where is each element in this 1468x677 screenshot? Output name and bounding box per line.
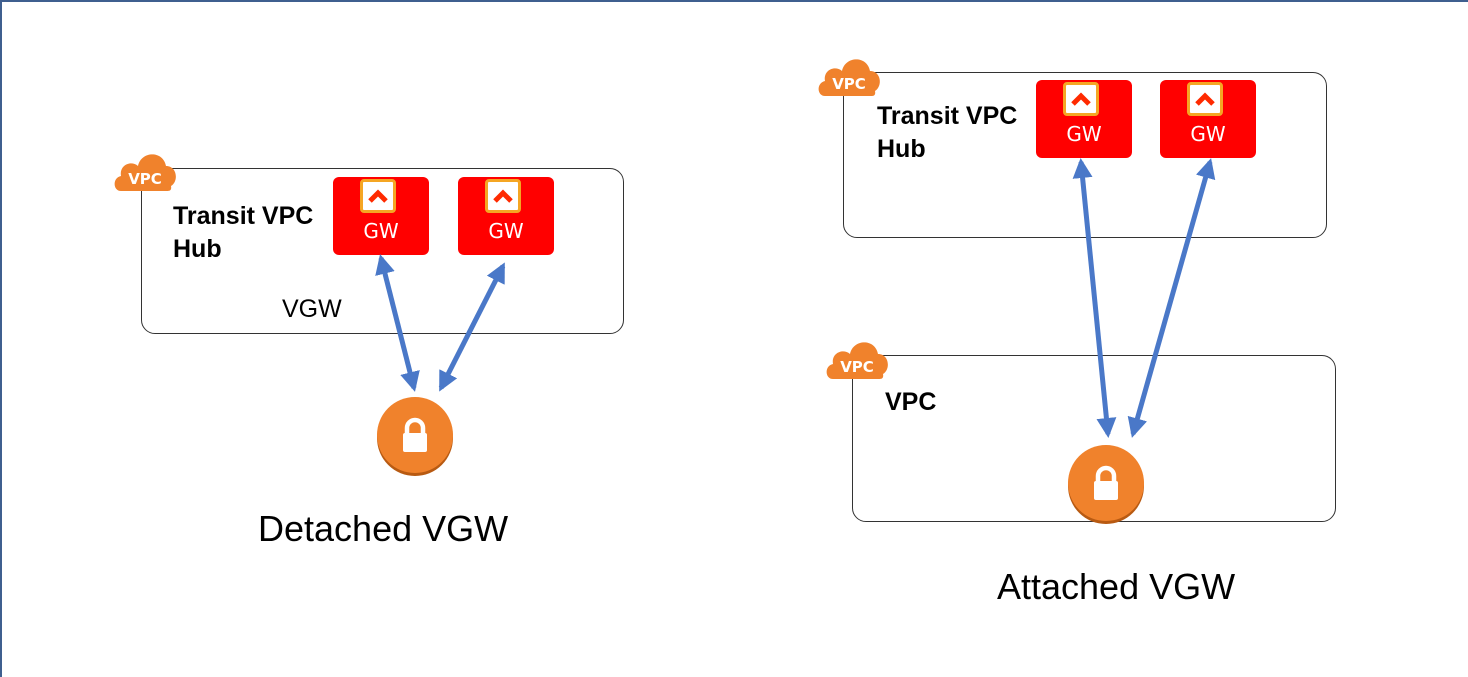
gateway-right-1[interactable]: GW (1036, 80, 1132, 158)
vpc-cloud-icon: VPC (818, 59, 880, 96)
transit-vpc-hub-title: Transit VPC Hub (173, 202, 314, 263)
caption-attached-vgw: Attached VGW (997, 566, 1236, 607)
arrow-gw-right-1-to-vgw (1072, 158, 1117, 438)
gateway-left-2[interactable]: GW (458, 177, 554, 255)
arrow-gw-left-2-to-vgw (438, 262, 506, 392)
arrow-gw-right-2-to-vgw (1127, 158, 1216, 438)
arrow-gw-left-1-to-vgw (375, 254, 420, 392)
lock-icon (403, 417, 427, 452)
gateway-label: GW (488, 219, 524, 243)
vgw-label: VGW (282, 295, 342, 323)
gateway-label: GW (1190, 122, 1226, 146)
vgw-lock-icon-right[interactable] (1068, 445, 1144, 521)
vpc-cloud-icon: VPC (826, 342, 888, 379)
chevron-up-icon (1063, 82, 1099, 116)
vpc-badge-text: VPC (832, 75, 866, 93)
gateway-right-2[interactable]: GW (1160, 80, 1256, 158)
gateway-left-1[interactable]: GW (333, 177, 429, 255)
chevron-up-icon (485, 179, 521, 213)
caption-detached-vgw: Detached VGW (258, 508, 509, 549)
lock-icon (1094, 465, 1118, 500)
transit-vpc-hub-title: Transit VPC Hub (877, 102, 1018, 163)
chevron-up-icon (360, 179, 396, 213)
spoke-vpc-title: VPC (885, 388, 937, 416)
vpc-badge-text: VPC (128, 170, 162, 188)
vgw-lock-icon-left[interactable] (377, 397, 453, 473)
gateway-label: GW (1066, 122, 1102, 146)
vpc-cloud-icon: VPC (114, 154, 176, 191)
gateway-label: GW (363, 219, 399, 243)
vpc-badge-text: VPC (840, 358, 874, 376)
chevron-up-icon (1187, 82, 1223, 116)
